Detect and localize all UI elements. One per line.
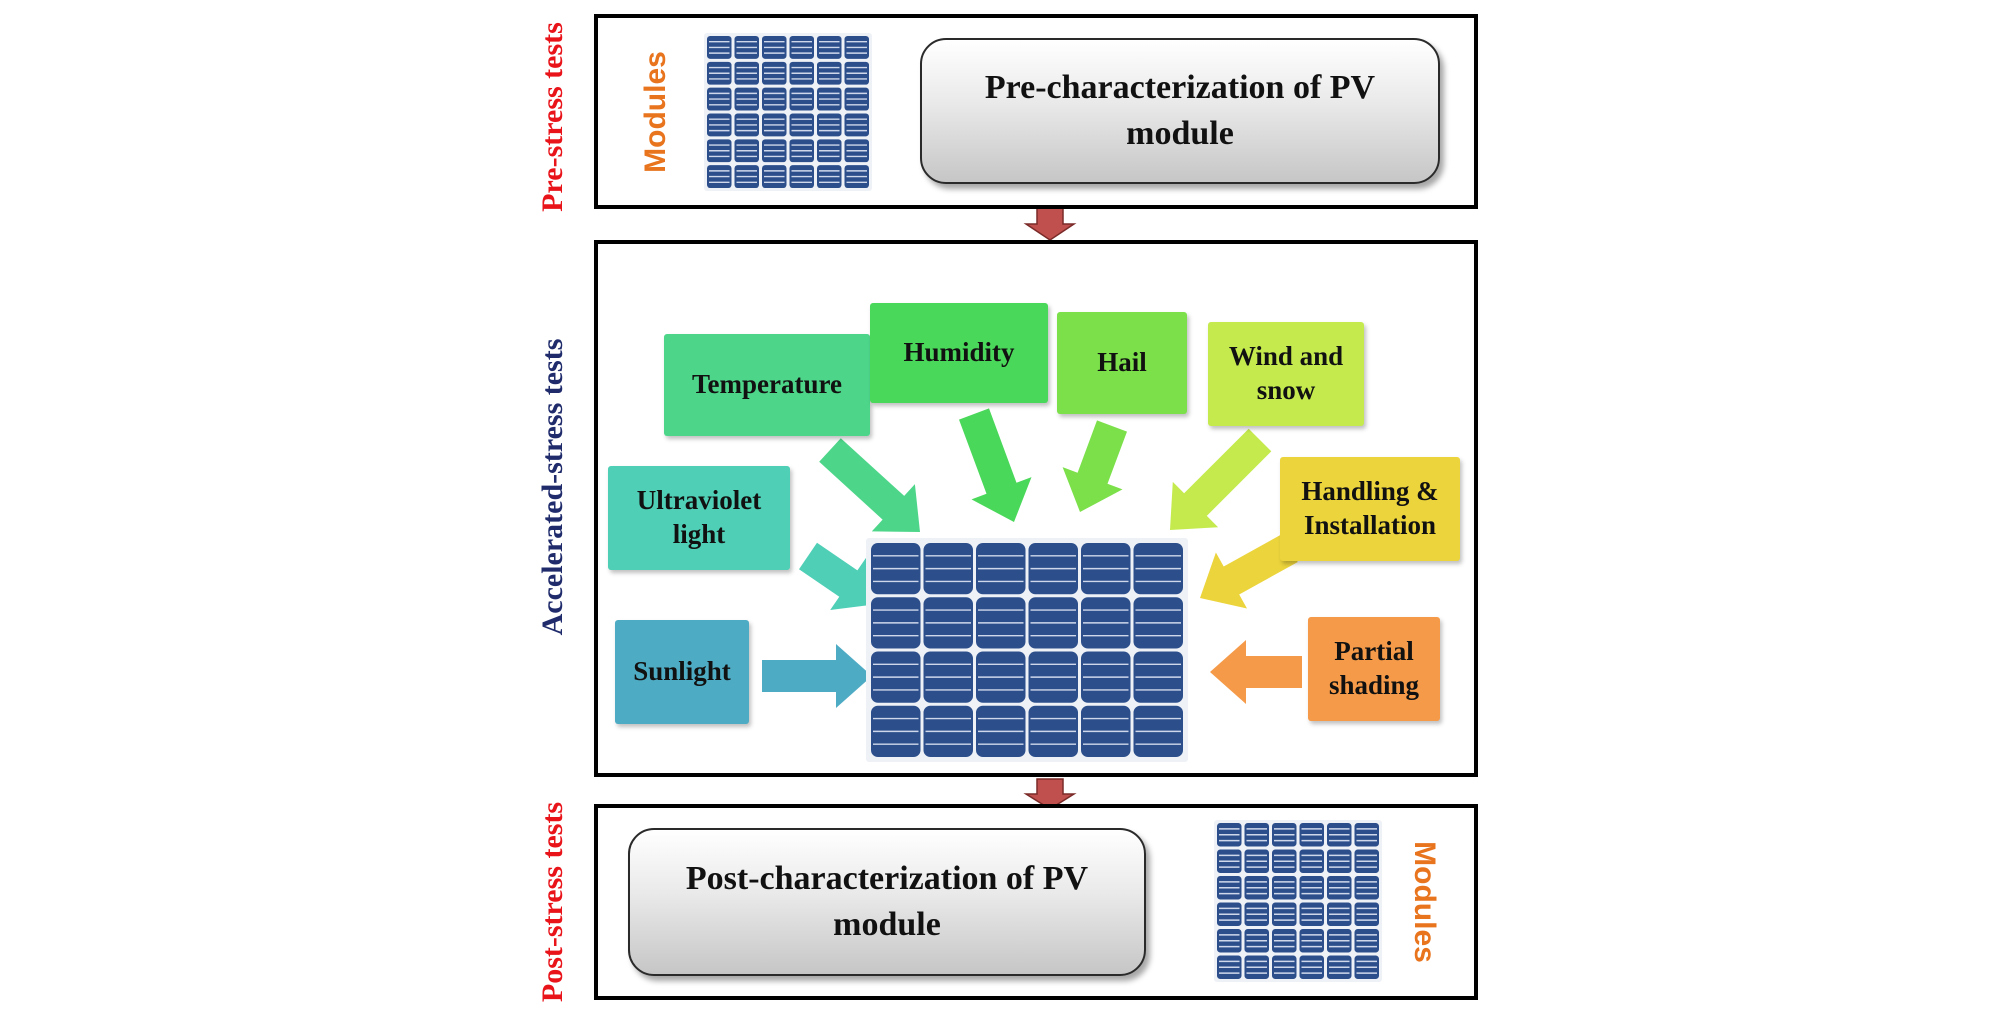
stress-sunlight: Sunlight xyxy=(615,620,749,724)
post-characterization-box: Post-characterization of PV module xyxy=(628,828,1146,976)
post-characterization-line1: Post-characterization of PV xyxy=(685,860,1089,898)
central-solar-panel-icon xyxy=(866,538,1188,762)
post-modules-label: Modules xyxy=(1408,841,1441,963)
pre-characterization-box: Pre-characterization of PV module xyxy=(920,38,1440,184)
stress-hail: Hail xyxy=(1057,312,1187,414)
post-solar-panel-icon xyxy=(1214,820,1382,982)
stress-humidity: Humidity xyxy=(870,303,1048,403)
pre-characterization-line1: Pre-characterization of PV xyxy=(984,69,1376,107)
flow-arrow-pre-to-accelerated xyxy=(1023,206,1077,241)
stress-temperature: Temperature xyxy=(664,334,870,436)
pre-solar-panel-icon xyxy=(704,33,872,191)
stress-handling-installation: Handling & Installation xyxy=(1280,457,1460,561)
stress-partial-shading: Partial shading xyxy=(1308,617,1440,721)
wind-arrow xyxy=(1170,428,1272,530)
uv-arrow xyxy=(799,542,878,610)
humidity-arrow xyxy=(959,408,1032,522)
flow-arrow-accelerated-to-post xyxy=(1023,778,1077,810)
hail-arrow xyxy=(1062,420,1127,512)
post-characterization-line2: module xyxy=(833,906,941,943)
pre-characterization-line2: module xyxy=(1126,115,1234,152)
sunlight-arrow xyxy=(762,644,872,708)
temperature-arrow xyxy=(819,438,920,532)
handling-arrow xyxy=(1200,534,1298,609)
stress-ultraviolet-light: Ultraviolet light xyxy=(608,466,790,570)
stress-wind-and-snow: Wind and snow xyxy=(1208,322,1364,426)
shading-arrow xyxy=(1210,640,1302,704)
